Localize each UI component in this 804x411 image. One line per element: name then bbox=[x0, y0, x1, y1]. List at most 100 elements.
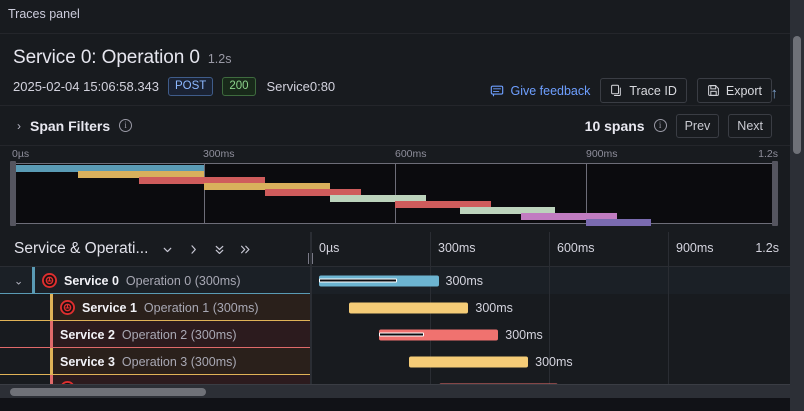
timeline-gridline bbox=[668, 267, 669, 294]
timeline-gridline bbox=[311, 348, 312, 375]
minimap-tick-labels: 0µs 300ms 600ms 900ms 1.2s bbox=[12, 148, 778, 162]
span-row-underline bbox=[0, 293, 310, 294]
child-span-indicator bbox=[319, 278, 397, 283]
span-timeline-track[interactable]: 300ms bbox=[311, 294, 790, 321]
trace-minimap[interactable]: 0µs 300ms 600ms 900ms 1.2s bbox=[0, 146, 790, 232]
chevron-right-icon: › bbox=[17, 118, 21, 133]
minimap-tick-2: 600ms bbox=[395, 148, 427, 160]
span-duration-bar[interactable] bbox=[408, 356, 529, 367]
span-duration-label: 300ms bbox=[445, 273, 484, 288]
timeline-gridline bbox=[549, 294, 550, 321]
prev-span-button[interactable]: Prev bbox=[675, 113, 720, 138]
spans-count-label: 10 spans bbox=[584, 117, 645, 134]
error-icon bbox=[60, 300, 75, 315]
timeline-gridline bbox=[311, 375, 312, 392]
chevrons-right-icon[interactable] bbox=[239, 243, 252, 256]
timeline-tick-3: 900ms bbox=[676, 241, 714, 255]
span-duration-label: 300ms bbox=[505, 327, 543, 342]
span-service-name: Service 2 bbox=[60, 327, 115, 342]
child-span-indicator bbox=[378, 332, 425, 337]
minimap-gridline-1 bbox=[204, 164, 205, 223]
info-icon[interactable]: i bbox=[119, 119, 133, 132]
span-duration-label: 300ms bbox=[475, 300, 513, 315]
span-duration-bar[interactable] bbox=[319, 275, 439, 286]
minimap-drag-handle-right[interactable] bbox=[772, 161, 778, 226]
span-duration-bar[interactable] bbox=[348, 302, 469, 313]
trace-id-button[interactable]: Trace ID bbox=[600, 78, 687, 103]
give-feedback-label: Give feedback bbox=[510, 83, 591, 98]
timeline-gridline-1 bbox=[430, 232, 431, 266]
error-icon bbox=[42, 273, 57, 288]
minimap-span-bar bbox=[586, 219, 651, 226]
timeline-gridline-2 bbox=[549, 232, 550, 266]
timeline-tick-0: 0µs bbox=[319, 241, 340, 255]
chevron-down-icon[interactable] bbox=[161, 243, 174, 256]
horizontal-scrollbar[interactable] bbox=[0, 384, 790, 398]
row-indent bbox=[0, 321, 50, 348]
span-duration-bar[interactable] bbox=[378, 329, 499, 340]
span-duration-label: 300ms bbox=[535, 354, 573, 369]
timeline-gridline bbox=[549, 321, 550, 348]
span-color-accent bbox=[50, 321, 53, 348]
timeline-gridline-3 bbox=[668, 232, 669, 266]
timeline-tick-1: 300ms bbox=[438, 241, 476, 255]
minimap-span-bar bbox=[13, 165, 204, 172]
trace-header: Service 0: Operation 0 1.2s 2025-02-04 1… bbox=[0, 34, 790, 103]
timeline-gridline bbox=[430, 375, 431, 392]
header-actions: Give feedback Trace ID bbox=[490, 78, 772, 103]
timeline-gridline bbox=[668, 321, 669, 348]
horizontal-scrollbar-thumb[interactable] bbox=[10, 388, 206, 396]
export-button[interactable]: Export bbox=[696, 78, 772, 103]
minimap-gridline-3 bbox=[586, 164, 587, 223]
minimap-span-bar bbox=[521, 213, 617, 220]
trace-title-row: Service 0: Operation 0 1.2s bbox=[13, 47, 232, 69]
minimap-tick-3: 900ms bbox=[586, 148, 618, 160]
scroll-to-top-icon[interactable]: ↑ bbox=[770, 85, 779, 102]
timeline-gridline bbox=[549, 348, 550, 375]
minimap-gridline-2 bbox=[395, 164, 396, 223]
span-filters-toggle[interactable]: › Span Filters i bbox=[0, 118, 133, 134]
timeline-header-ticks: 0µs 300ms 600ms 900ms 1.2s bbox=[311, 232, 790, 266]
timeline-gridline bbox=[311, 321, 312, 348]
minimap-span-bar bbox=[459, 207, 556, 214]
comment-icon bbox=[490, 84, 504, 98]
minimap-span-bar bbox=[204, 183, 331, 190]
span-timeline-track[interactable]: 300ms bbox=[311, 348, 790, 375]
give-feedback-link[interactable]: Give feedback bbox=[490, 84, 590, 98]
span-timeline-track[interactable]: 300ms bbox=[311, 267, 790, 294]
row-indent bbox=[0, 348, 50, 375]
spans-info-icon[interactable]: i bbox=[653, 119, 667, 132]
expand-collapse-caret[interactable]: ⌄ bbox=[14, 275, 24, 287]
trace-duration: 1.2s bbox=[207, 52, 232, 66]
chevrons-down-icon[interactable] bbox=[213, 243, 226, 256]
span-timeline-track[interactable]: 300ms bbox=[311, 321, 790, 348]
span-service-name: Service 3 bbox=[60, 354, 115, 369]
span-table-header: Service & Operati... 0µs 300ms 600ms 900… bbox=[0, 232, 790, 267]
minimap-span-bar bbox=[139, 177, 266, 184]
minimap-drag-handle-left[interactable] bbox=[10, 161, 16, 226]
span-operation-name: Operation 0 (300ms) bbox=[125, 273, 241, 288]
chevron-right-icon[interactable] bbox=[187, 243, 200, 256]
http-method-badge: POST bbox=[168, 77, 214, 96]
copy-icon bbox=[610, 84, 623, 97]
page-title: Traces panel bbox=[8, 7, 80, 21]
vertical-scrollbar-thumb[interactable] bbox=[793, 36, 801, 154]
minimap-tick-0: 0µs bbox=[12, 148, 30, 160]
span-row-underline bbox=[0, 374, 310, 375]
span-service-name: Service 1 bbox=[82, 300, 137, 315]
minimap-canvas[interactable] bbox=[12, 163, 778, 226]
vertical-scrollbar[interactable] bbox=[790, 0, 804, 411]
timeline-gridline-0 bbox=[311, 232, 312, 266]
next-span-button[interactable]: Next bbox=[728, 113, 772, 138]
